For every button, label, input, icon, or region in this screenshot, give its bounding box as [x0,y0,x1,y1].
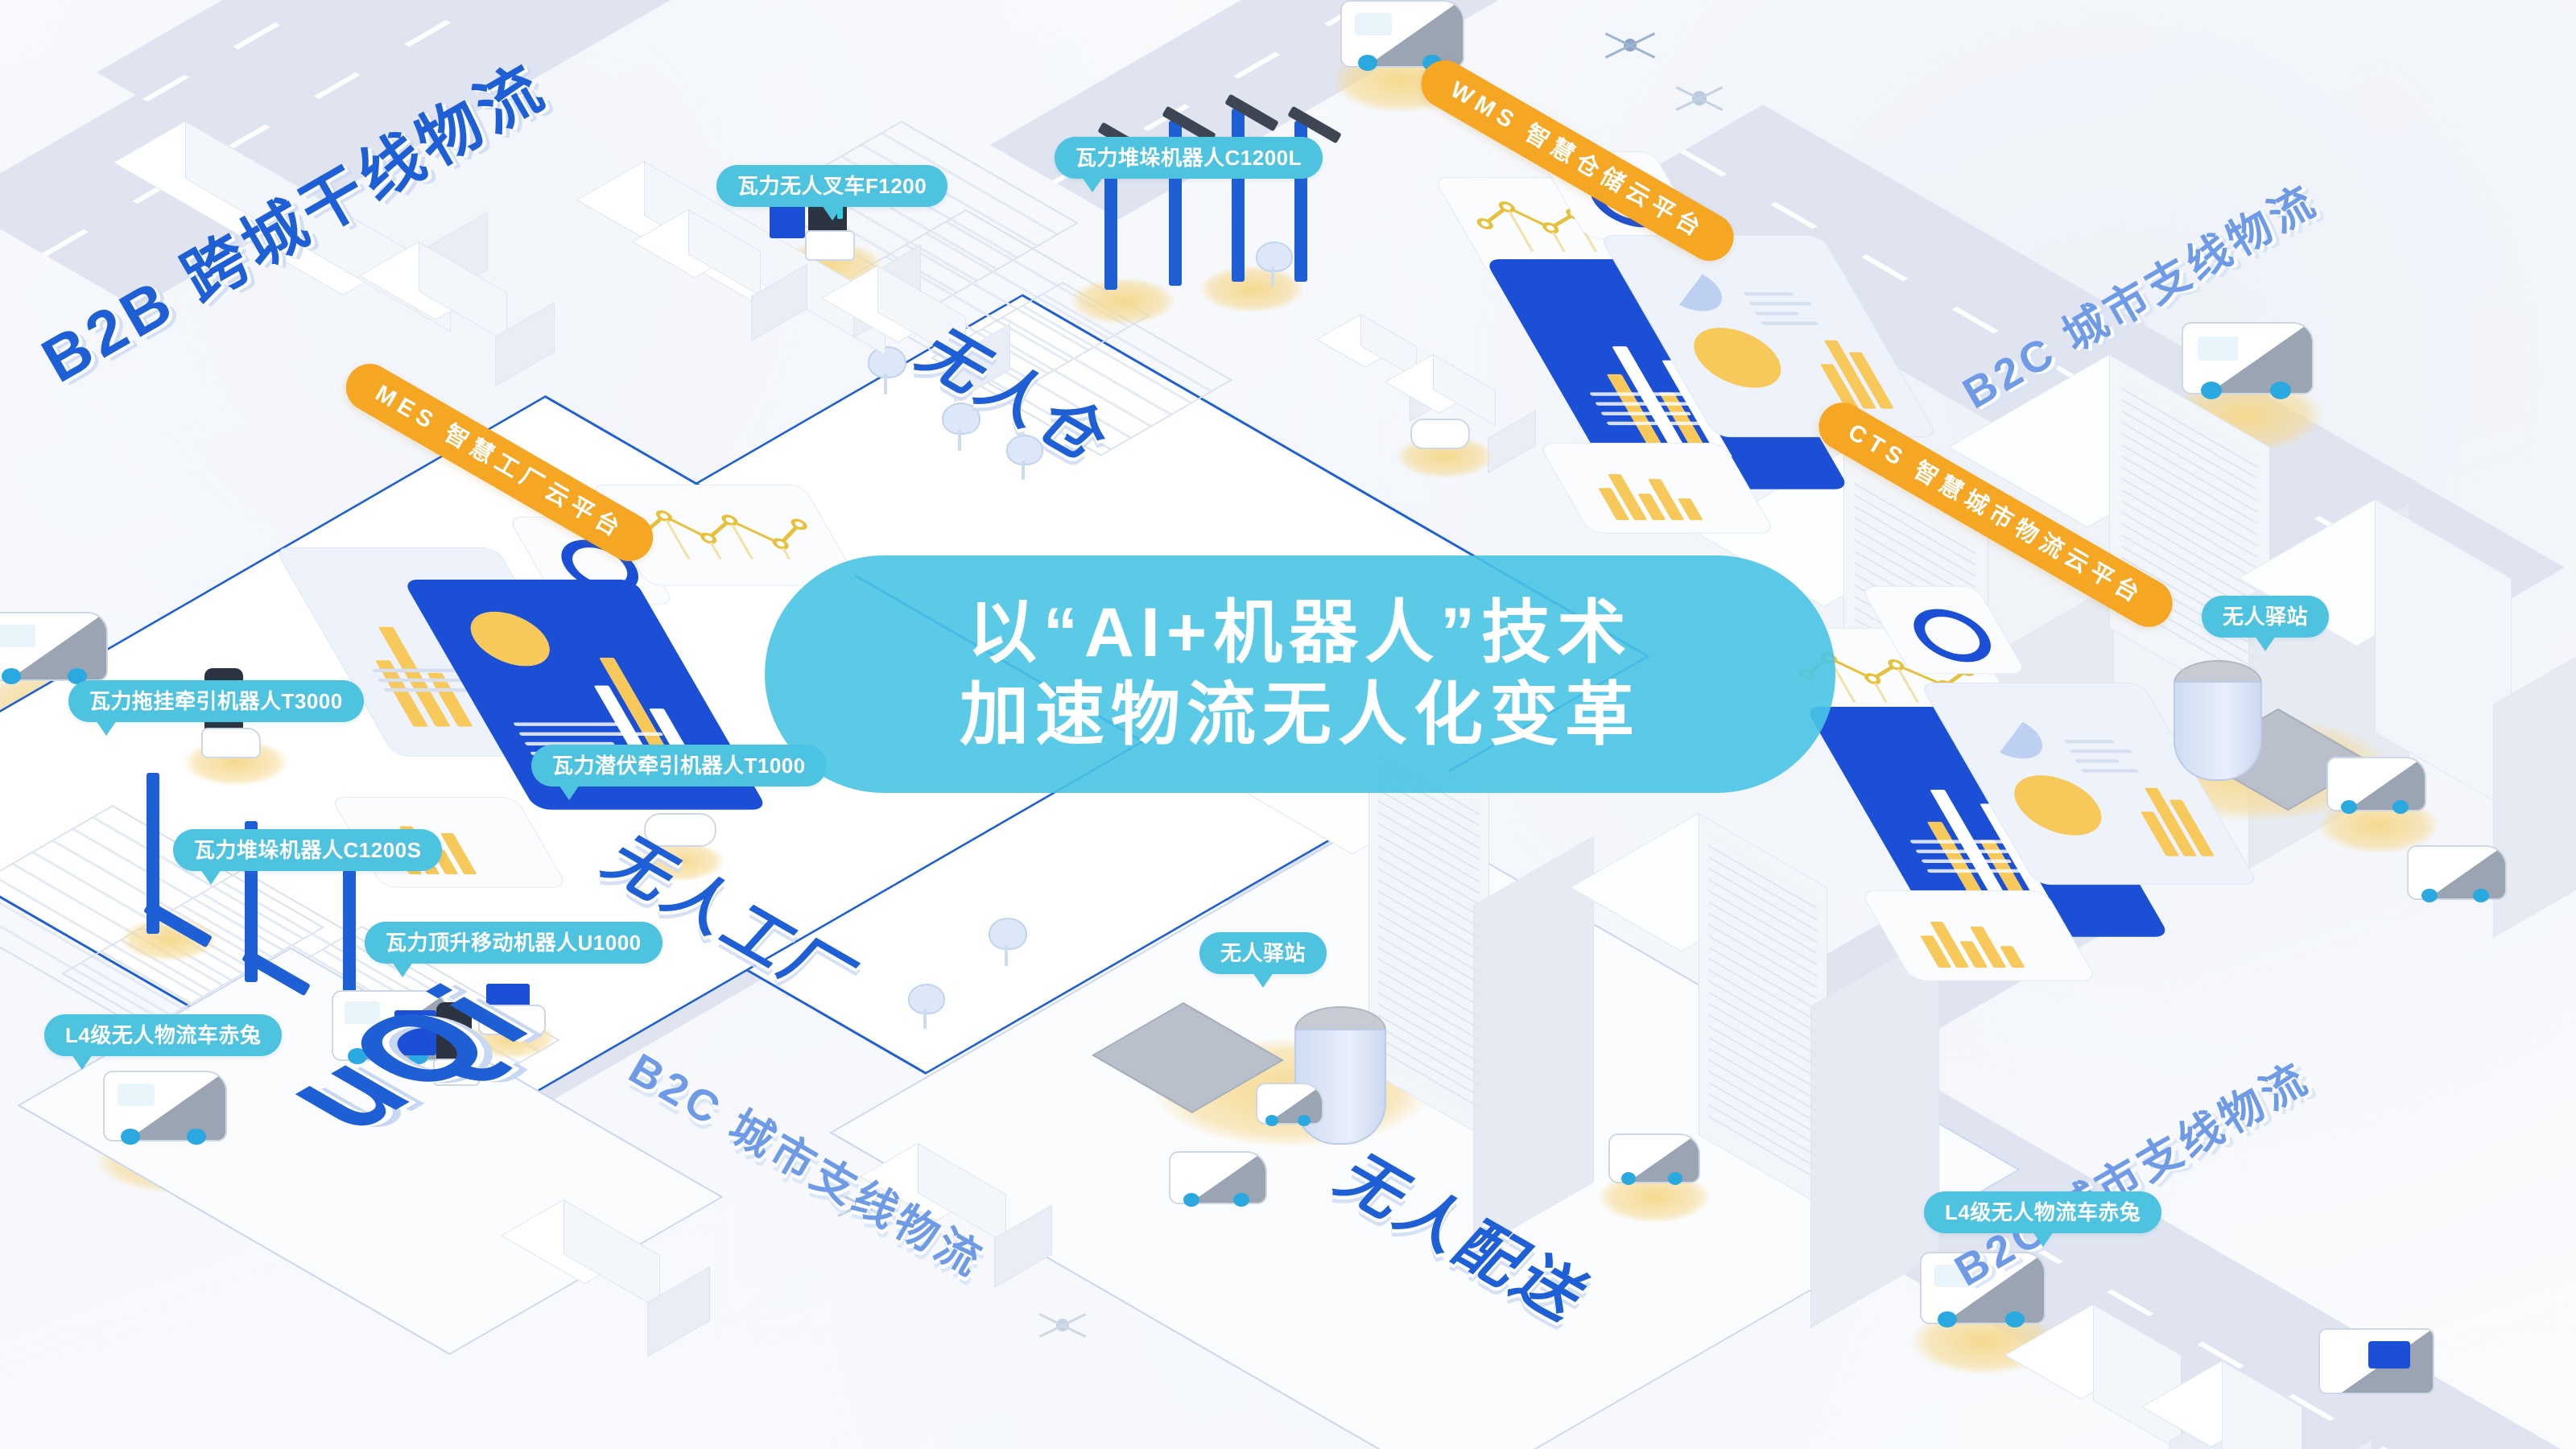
callout-lifter-u1000[interactable]: 瓦力顶升移动机器人U1000 [365,922,663,977]
palletizer-mast [1232,109,1245,282]
hero-banner-line-1: 以“AI+机器人”技术 [967,594,1633,672]
dashboard-card-line [589,485,862,586]
refresh-icon [1901,609,2004,663]
callout-tractor-t3000[interactable]: 瓦力拖挂牵引机器人T3000 [68,680,364,736]
callout-tractor-t1000[interactable]: 瓦力潜伏牵引机器人T1000 [531,745,827,800]
robot-glow [636,841,724,881]
line-chart-icon [634,510,807,559]
hero-banner: 以“AI+机器人”技术 加速物流无人化变革 [765,555,1835,793]
callout-palletizer-c1200l[interactable]: 瓦力堆垛机器人C1200L [1055,137,1323,192]
robot-glow [1199,266,1304,312]
callout-forklift-f1200[interactable]: 瓦力无人叉车F1200 [716,165,948,221]
robot-glow [1071,278,1175,324]
callout-l4-vehicle-left[interactable]: L4级无人物流车赤兔 [44,1014,283,1070]
palletizer-mast [147,773,159,934]
callout-station-center[interactable]: 无人驿站 [1199,932,1327,988]
hero-banner-line-2: 加速物流无人化变革 [960,675,1641,753]
callout-station-right[interactable]: 无人驿站 [2202,596,2330,651]
callout-l4-vehicle-right[interactable]: L4级无人物流车赤兔 [1924,1191,2162,1247]
callout-palletizer-c1200s[interactable]: 瓦力堆垛机器人C1200S [173,829,443,885]
